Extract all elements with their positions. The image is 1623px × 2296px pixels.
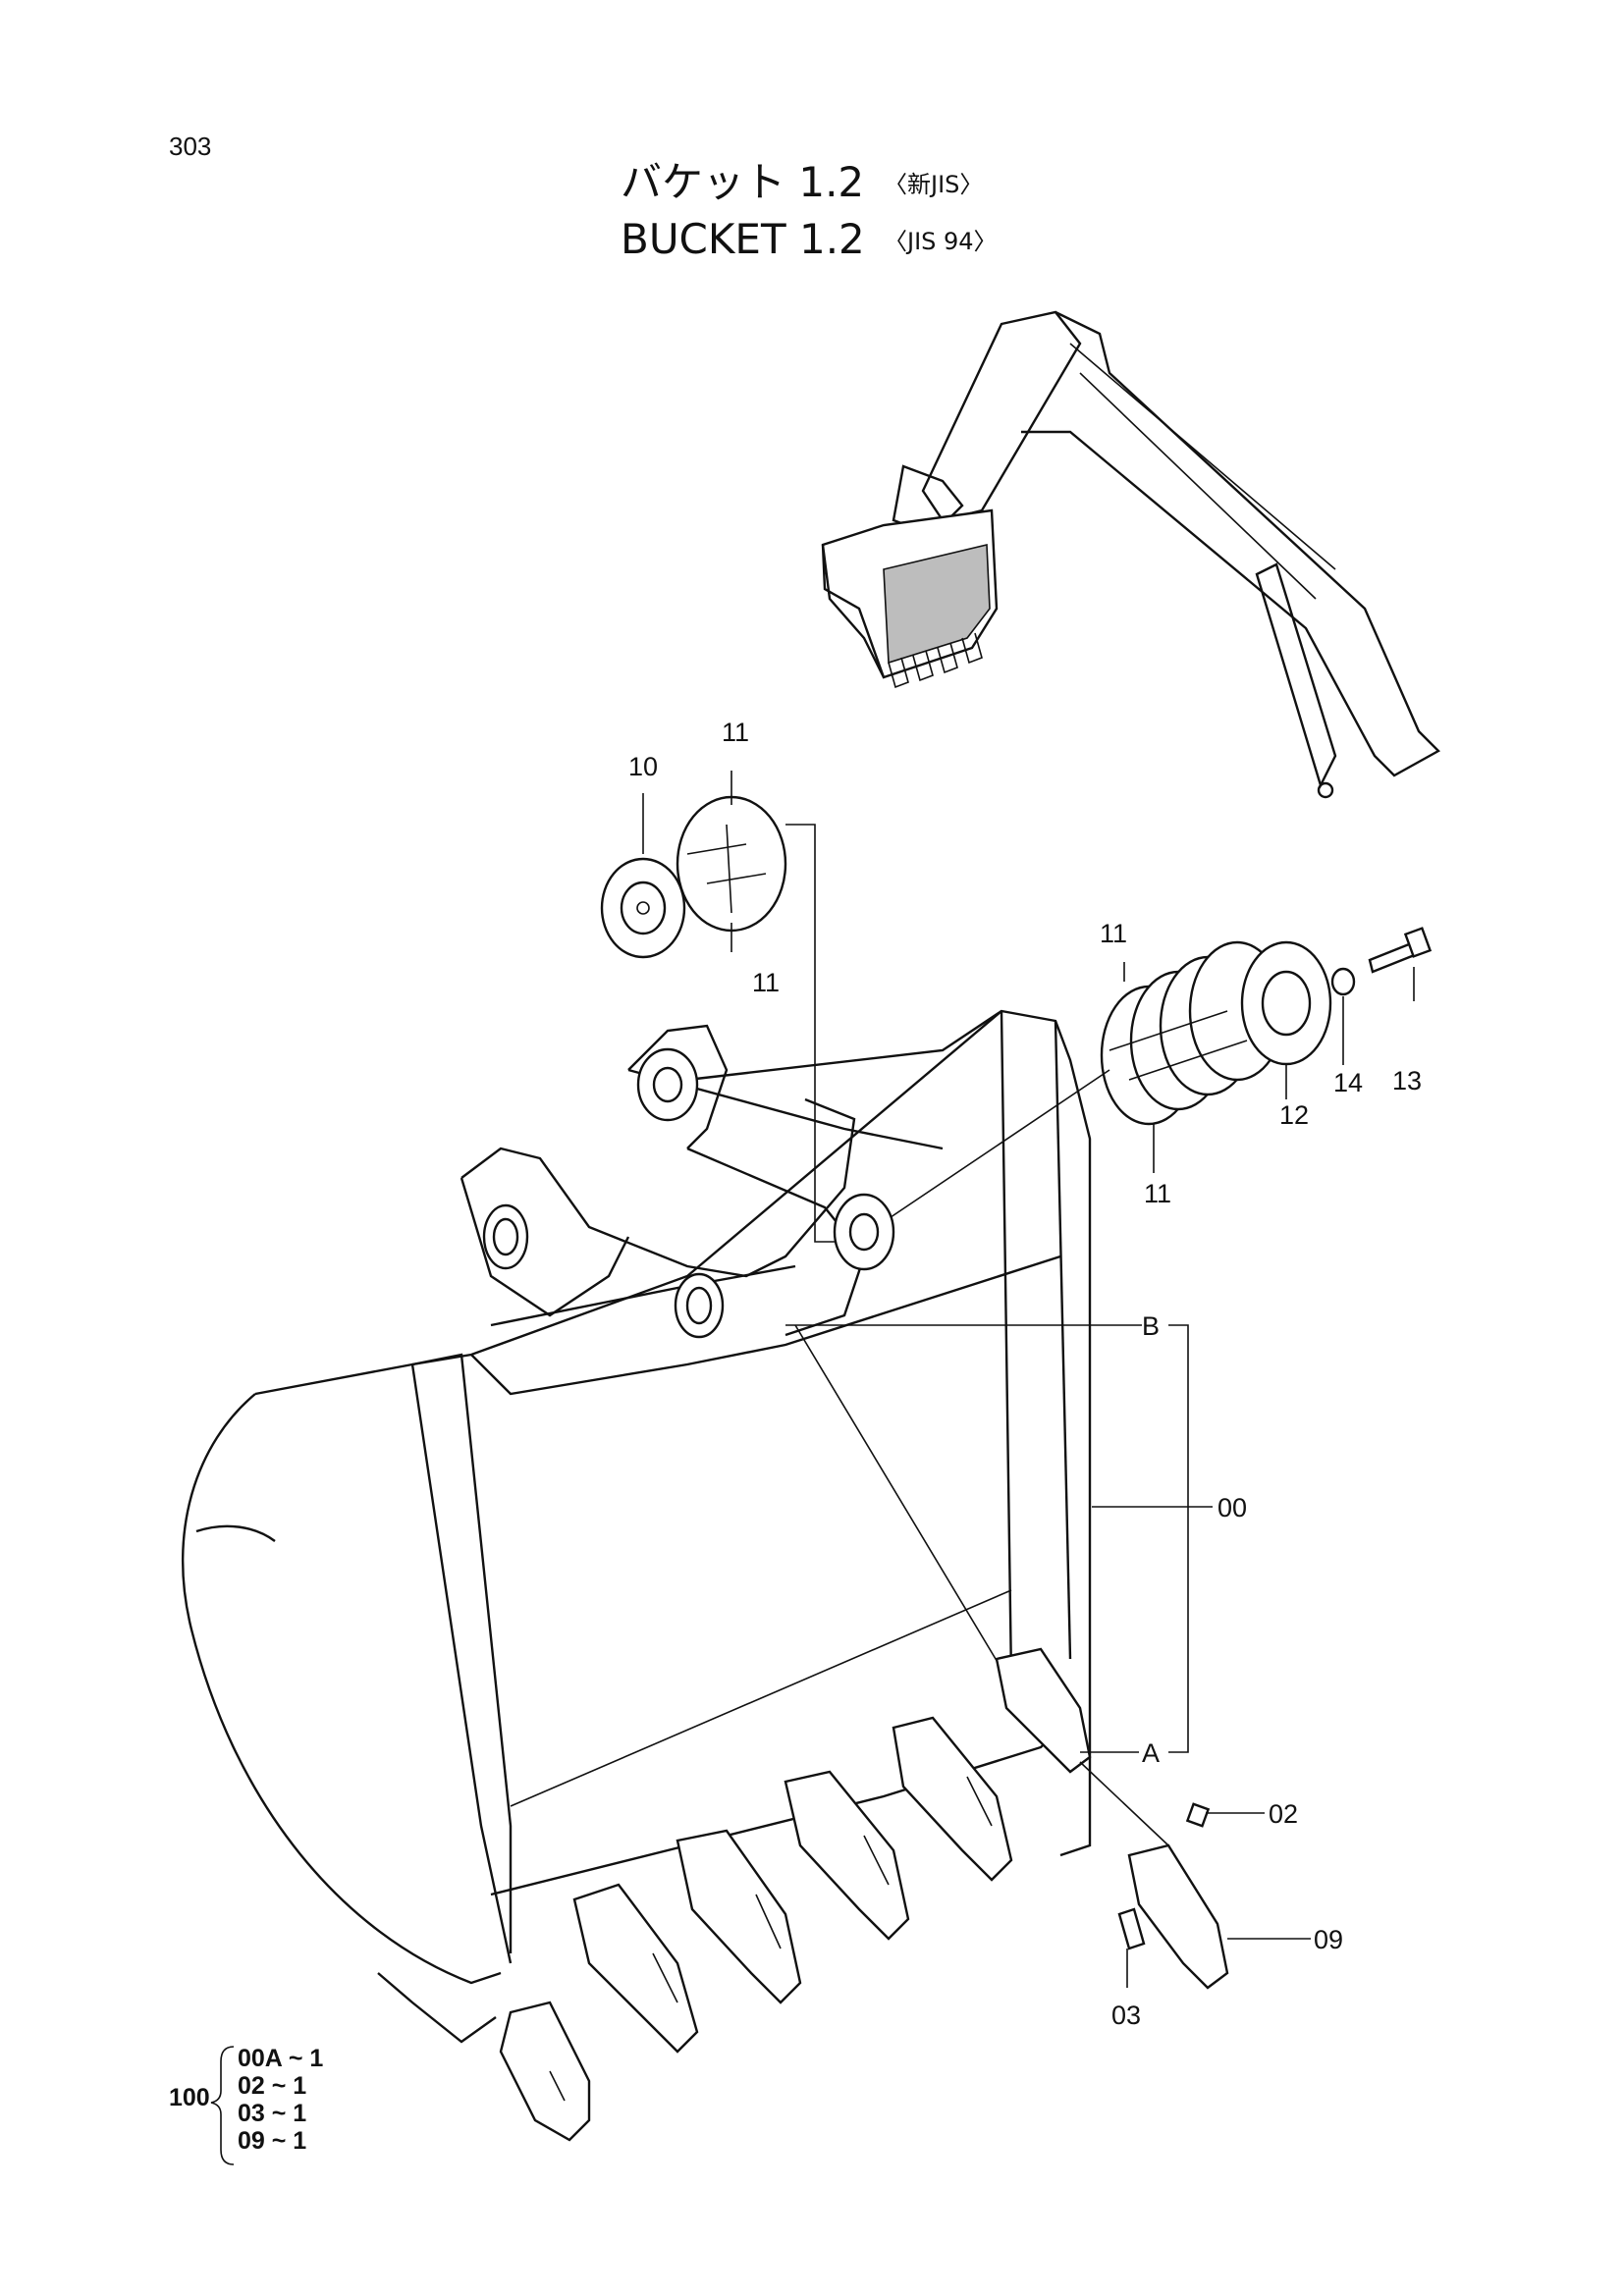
part-label-13: 13 [1392,1066,1422,1095]
excavator-arm-thumbnail [821,310,1440,799]
title-english-standard: 〈JIS 94〉 [884,228,998,255]
page-number: 303 [169,132,211,161]
title-japanese-standard: 〈新JIS〉 [884,171,983,198]
leader-line [1079,1761,1169,1846]
kit-brace [210,2046,235,2165]
title-english: BUCKET 1.2 [621,215,865,263]
right-pin-parts [1100,927,1433,1126]
part-label-10: 10 [628,752,658,781]
kit-number: 100 [169,2084,210,2111]
part-label-11: 11 [1144,1179,1171,1208]
part-label-09: 09 [1314,1925,1343,1954]
kit-item: 02 ~ 1 [238,2072,306,2100]
reference-label-a: A [1142,1738,1160,1768]
part-label-12: 12 [1279,1100,1309,1130]
bucket-body [181,1009,1092,2044]
reference-label-b: B [1142,1311,1160,1341]
kit-item: 00A ~ 1 [238,2045,323,2072]
left-pin-parts [600,795,787,959]
part-label-11: 11 [1100,919,1127,948]
kit-item: 09 ~ 1 [238,2127,306,2155]
part-label-14: 14 [1333,1068,1363,1097]
kit-item: 03 ~ 1 [238,2100,306,2127]
bracket-line [1168,1324,1189,1753]
leader-line [853,1069,1110,1243]
title-japanese: バケット 1.2 [621,158,864,206]
part-label-11: 11 [752,968,780,997]
part-label-11: 11 [722,718,749,747]
kit-legend: 100 00A ~ 1 02 ~ 1 03 ~ 1 09 ~ 1 [169,2045,323,2165]
leader-line [1123,962,1415,1173]
part-label-00: 00 [1217,1493,1247,1522]
bucket-teeth [499,1647,1229,2142]
part-label-03: 03 [1111,2001,1141,2030]
part-label-02: 02 [1269,1799,1298,1829]
leader-line [785,824,854,1243]
